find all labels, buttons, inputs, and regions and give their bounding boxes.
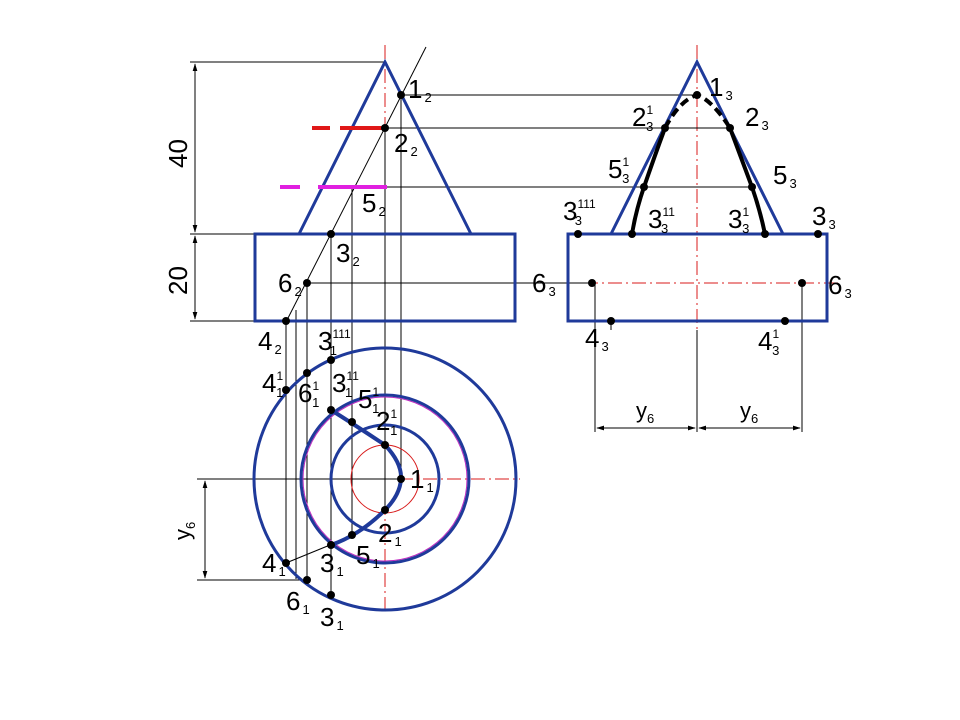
dim-text-y6-side-right: y6	[740, 398, 758, 426]
front-view	[253, 58, 517, 323]
points	[282, 91, 822, 599]
front-cone	[297, 58, 473, 235]
dim-text-40: 40	[163, 139, 193, 168]
dim-text-20: 20	[163, 266, 193, 295]
top-circle-outer	[252, 346, 518, 612]
dim-text-y6-top: y6	[170, 522, 198, 540]
side-cone	[609, 58, 785, 235]
dimension-texts: 40 20 y6 y6 y6	[163, 139, 758, 540]
top-circle-inner	[329, 423, 441, 535]
front-base	[253, 232, 517, 323]
cutting-plane-marks	[280, 126, 387, 189]
dim-text-y6-side-left: y6	[636, 398, 654, 426]
side-view	[566, 58, 829, 323]
top-circle-mid	[302, 396, 468, 562]
dimension-lines	[192, 63, 801, 579]
side-base	[566, 232, 829, 323]
top-circle-cone-base	[299, 393, 471, 565]
